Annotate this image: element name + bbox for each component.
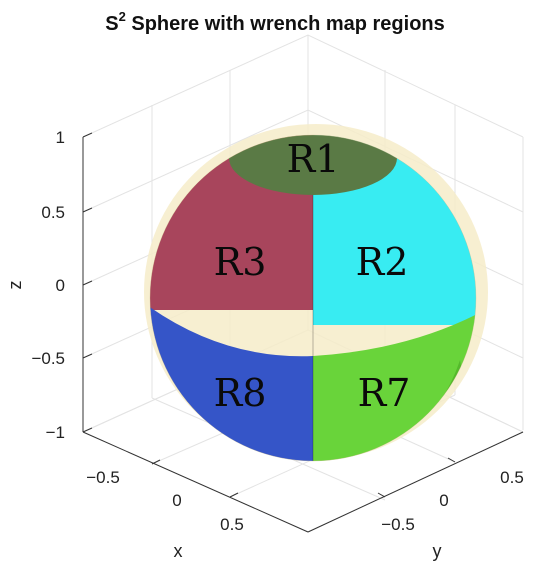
y-tick-neg0.5: −0.5: [381, 515, 415, 534]
x-axis-label: x: [174, 541, 183, 561]
z-tick-0.5: 0.5: [41, 203, 65, 222]
z-axis-label: z: [5, 281, 25, 290]
z-tick-neg0.5: −0.5: [31, 349, 65, 368]
figure-title: S2 Sphere with wrench map regions: [105, 9, 445, 35]
x-tick-0.5: 0.5: [220, 515, 244, 534]
z-tick-neg1: −1: [46, 423, 65, 442]
region-label-r8: R8: [214, 371, 267, 415]
z-tick-0: 0: [56, 276, 65, 295]
x-tick-neg0.5: −0.5: [86, 468, 120, 487]
x-tick-0: 0: [172, 491, 181, 510]
axis-box: [82, 132, 524, 533]
y-tick-0.5: 0.5: [500, 468, 524, 487]
y-axis-label: y: [433, 541, 442, 561]
y-tick-0: 0: [439, 491, 448, 510]
z-tick-1: 1: [56, 128, 65, 147]
region-label-r3: R3: [214, 240, 267, 284]
region-label-r2: R2: [356, 240, 409, 284]
region-label-r7: R7: [358, 371, 411, 415]
region-label-r1: R1: [287, 137, 340, 181]
